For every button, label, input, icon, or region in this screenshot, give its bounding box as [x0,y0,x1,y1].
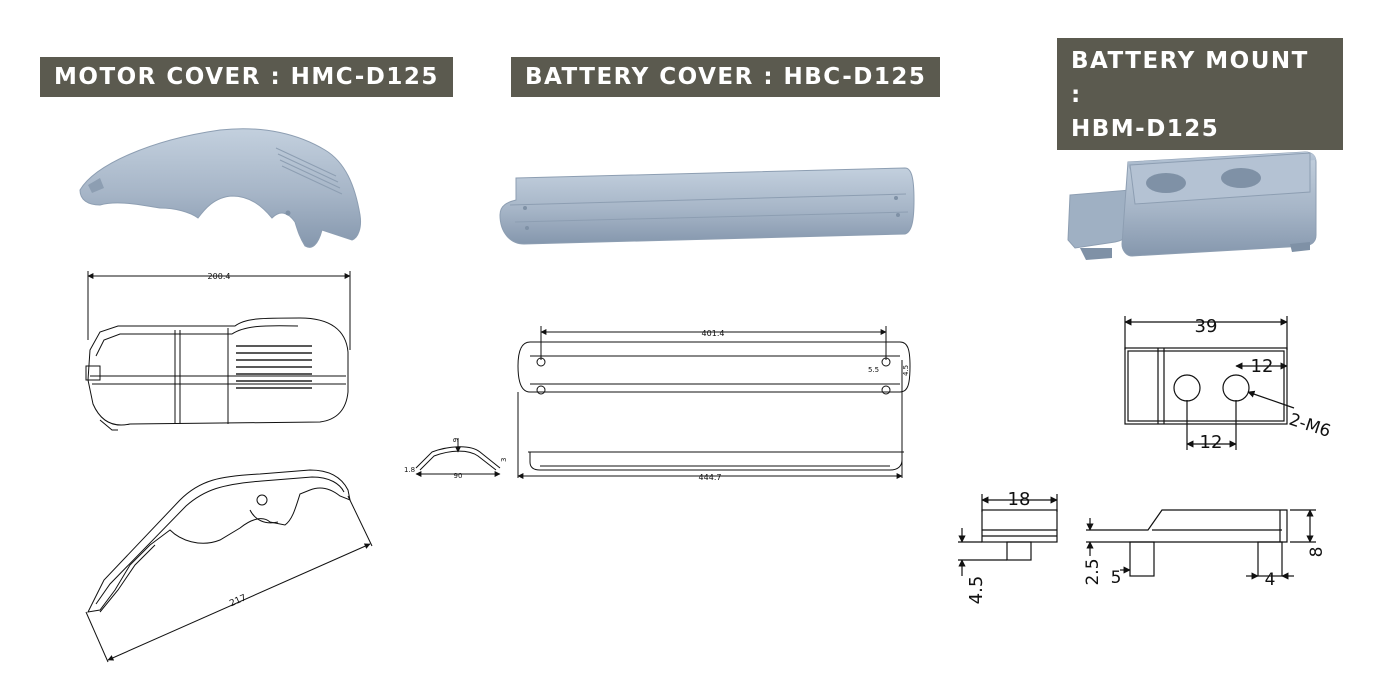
battery-mount-side-view [958,494,1058,576]
battery-mount-front-step-dim: 2.5 [1083,558,1103,585]
motor-cover-side-view [85,469,373,663]
battery-mount-front-height-dim: 8 [1307,547,1327,558]
battery-cover-plan-view [517,326,911,479]
battery-mount-render [1067,151,1317,260]
battery-mount-side-width-dim: 18 [1008,489,1031,510]
battery-mount-title: BATTERY MOUNT : HBM-D125 [1057,38,1343,150]
battery-cover-hole-offset-dim: 5.5 [868,366,879,374]
battery-cover-profile-height: 9 [452,438,460,442]
battery-cover-profile-left: 1.8 [404,466,415,474]
battery-mount-hole-spacing-bottom: 12 [1200,432,1223,453]
motor-cover-diagonal-dim: 217 [228,593,248,609]
battery-mount-title-line2: HBM-D125 [1071,116,1220,142]
battery-mount-hole-note: 2-M6 [1286,410,1333,442]
motor-cover-render [79,128,361,248]
battery-cover-total-dim: 444.7 [699,473,722,482]
motor-cover-top-view [85,271,351,431]
battery-mount-side-height-dim: 4.5 [966,576,987,605]
battery-cover-render [499,167,915,245]
battery-mount-front-right-dim: 4 [1265,570,1276,590]
battery-cover-title: BATTERY COVER : HBC-D125 [511,57,941,97]
battery-cover-inner-dim: 401.4 [702,329,725,338]
battery-mount-front-left-dim: 5 [1111,568,1122,588]
motor-cover-title: MOTOR COVER : HMC-D125 [40,57,453,97]
motor-cover-length-dim: 200.4 [208,272,231,281]
battery-mount-top-view [1124,316,1295,450]
battery-mount-front-view [1086,509,1316,580]
battery-cover-profile-width: 90 [454,472,463,480]
battery-cover-hole-side-dim: 4.5 [902,365,910,376]
battery-mount-hole-spacing-top: 12 [1251,356,1274,377]
battery-cover-profile [415,438,501,477]
battery-mount-title-line1: BATTERY MOUNT : [1071,48,1309,108]
battery-mount-width-dim: 39 [1195,316,1218,337]
battery-cover-profile-right: 3 [500,458,508,462]
